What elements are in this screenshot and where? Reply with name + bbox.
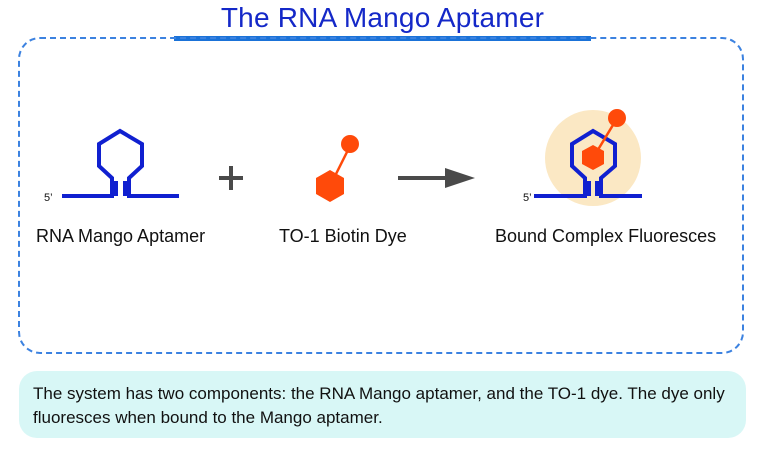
bound-complex-label: Bound Complex Fluoresces <box>495 226 717 246</box>
reaction-arrow <box>398 168 475 188</box>
caption-text: The system has two components: the RNA M… <box>33 384 725 427</box>
to1-dye-molecule <box>316 135 359 202</box>
diagram-frame <box>18 37 744 354</box>
diagram-title: The RNA Mango Aptamer <box>220 2 545 33</box>
rna-aptamer-shape <box>62 128 179 198</box>
plus-sign <box>219 166 243 190</box>
rna-aptamer-label: RNA Mango Aptamer <box>36 226 206 246</box>
dye-label: TO-1 Biotin Dye <box>279 226 407 246</box>
five-prime-label: 5’ <box>44 192 53 204</box>
caption-box: The system has two components: the RNA M… <box>19 371 746 438</box>
five-prime-label: 5’ <box>523 192 532 204</box>
bound-complex <box>534 109 642 206</box>
